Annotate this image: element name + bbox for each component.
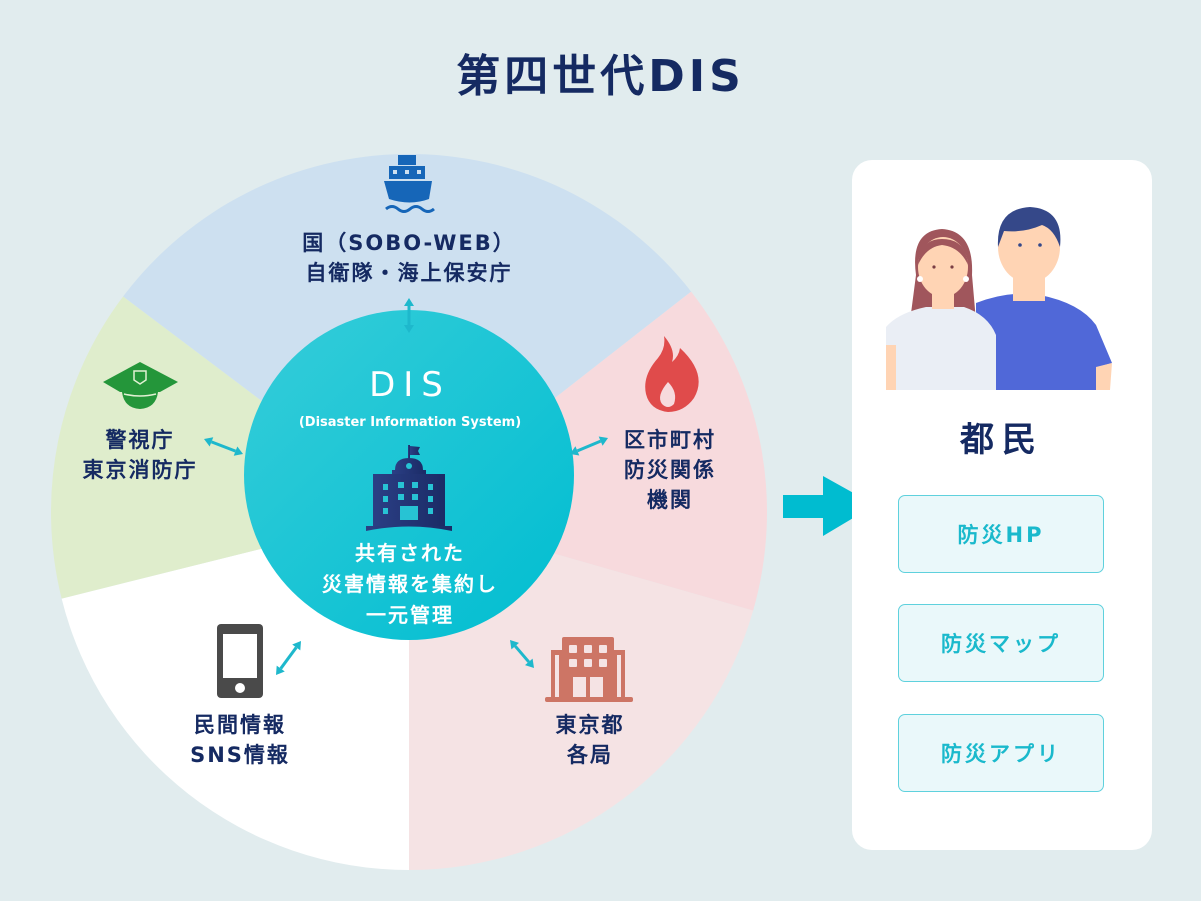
source-line: 防災関係 bbox=[624, 458, 716, 482]
source-line: 各局 bbox=[567, 743, 613, 767]
source-label-municipal: 区市町村 防災関係 機関 bbox=[595, 425, 745, 515]
source-line: 国（SOBO-WEB） bbox=[302, 231, 516, 255]
source-line: 民間情報 bbox=[194, 713, 286, 737]
hub-description-line: 共有された bbox=[355, 541, 465, 565]
arrow-municipal-icon bbox=[570, 436, 608, 456]
source-line: SNS情報 bbox=[190, 743, 290, 767]
arrow-private-icon bbox=[276, 641, 301, 675]
page-title: 第四世代DIS bbox=[456, 51, 745, 102]
source-label-police-fire: 警視庁 東京消防庁 bbox=[50, 425, 230, 485]
source-line: 東京都 bbox=[555, 713, 625, 737]
right-arrow-icon bbox=[783, 476, 875, 536]
disaster-map-button[interactable]: 防災マップ bbox=[898, 604, 1104, 682]
ship-icon bbox=[384, 155, 435, 213]
arrow-police-fire-icon bbox=[204, 437, 243, 456]
hub-description: 共有された 災害情報を集約し 一元管理 bbox=[290, 538, 530, 631]
citizens-title: 都民 bbox=[960, 420, 1044, 460]
hub-subtitle: (Disaster Information System) bbox=[298, 415, 522, 430]
hub-description-line: 災害情報を集約し bbox=[322, 572, 498, 596]
citizens-illustration bbox=[886, 207, 1112, 390]
source-label-private: 民間情報 SNS情報 bbox=[160, 710, 320, 770]
hub-description-line: 一元管理 bbox=[366, 603, 454, 627]
arrow-national-icon bbox=[404, 298, 414, 333]
source-line: 警視庁 bbox=[105, 428, 175, 452]
source-label-national: 国（SOBO-WEB） 自衛隊・海上保安庁 bbox=[254, 228, 564, 288]
fire-icon bbox=[645, 336, 699, 412]
source-line: 自衛隊・海上保安庁 bbox=[305, 261, 513, 285]
disaster-app-button[interactable]: 防災アプリ bbox=[898, 714, 1104, 792]
smartphone-icon bbox=[217, 624, 263, 698]
disaster-hp-button[interactable]: 防災HP bbox=[898, 495, 1104, 573]
source-line: 区市町村 bbox=[624, 428, 716, 452]
source-label-tokyo-bureaus: 東京都 各局 bbox=[515, 710, 665, 770]
police-cap-icon bbox=[103, 362, 178, 409]
source-line: 機関 bbox=[647, 488, 693, 512]
source-line: 東京消防庁 bbox=[82, 458, 198, 482]
hub-title: DIS bbox=[369, 365, 451, 405]
arrow-tokyo-bureaus-icon bbox=[510, 640, 534, 668]
